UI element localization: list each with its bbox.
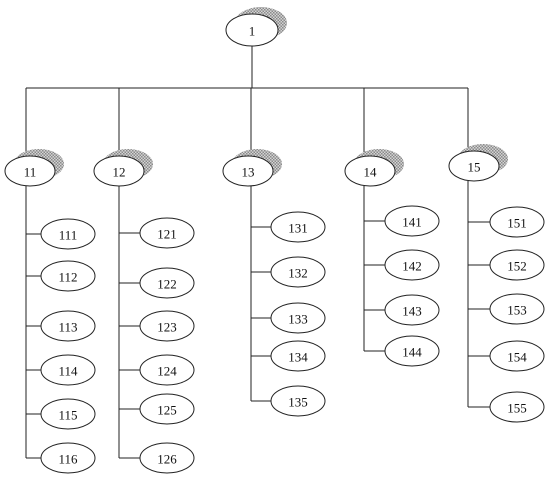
group-node-13-label: 13 — [242, 165, 255, 180]
child-node-154-shape — [489, 340, 545, 372]
group-node-15-shape — [448, 150, 500, 182]
child-node-151: 151 — [489, 206, 545, 238]
child-node-115: 115 — [40, 398, 96, 430]
child-node-141-shape — [384, 205, 440, 237]
child-node-144-shape — [384, 335, 440, 367]
child-node-134-shape — [270, 340, 326, 372]
child-node-122-label: 122 — [157, 277, 177, 292]
child-node-124: 124 — [139, 354, 195, 386]
child-node-155-shape — [489, 391, 545, 423]
group-node-12-shape — [93, 155, 145, 187]
child-node-124-shape — [139, 354, 195, 386]
child-node-133: 133 — [270, 302, 326, 334]
child-node-123-label: 123 — [157, 320, 177, 335]
child-node-125-label: 125 — [157, 403, 177, 418]
child-node-125: 125 — [139, 393, 195, 425]
child-node-115-shape — [40, 398, 96, 430]
group-node-13: 13 — [222, 149, 282, 187]
child-node-141-label: 141 — [402, 215, 422, 230]
child-node-135: 135 — [270, 385, 326, 417]
group-node-15: 15 — [448, 144, 508, 182]
child-node-116-shape — [40, 442, 96, 474]
child-node-125-shape — [139, 393, 195, 425]
child-node-143-shape — [384, 294, 440, 326]
group-node-11-shape — [4, 155, 56, 187]
child-node-121: 121 — [139, 217, 195, 249]
child-node-132-label: 132 — [288, 266, 308, 281]
child-node-124-label: 124 — [157, 364, 177, 379]
child-node-114: 114 — [40, 354, 96, 386]
child-node-155: 155 — [489, 391, 545, 423]
child-node-151-shape — [489, 206, 545, 238]
child-node-115-label: 115 — [58, 408, 77, 423]
group-node-12-label: 12 — [113, 165, 126, 180]
child-node-116-label: 116 — [58, 452, 78, 467]
group-node-11: 11 — [4, 149, 64, 187]
child-node-153-label: 153 — [507, 303, 527, 318]
connector-lines — [25, 46, 490, 459]
child-node-152-shape — [489, 249, 545, 281]
child-node-114-label: 114 — [58, 364, 78, 379]
child-node-113-shape — [40, 310, 96, 342]
child-node-111: 111 — [40, 218, 96, 250]
tree-nodes: 1111121131141151161112112212312412512612… — [4, 7, 545, 474]
child-node-143-label: 143 — [402, 304, 422, 319]
child-node-135-label: 135 — [288, 395, 308, 410]
child-node-142-label: 142 — [402, 259, 422, 274]
child-node-153-shape — [489, 293, 545, 325]
child-node-153: 153 — [489, 293, 545, 325]
child-node-155-label: 155 — [507, 401, 527, 416]
child-node-152-label: 152 — [507, 259, 527, 274]
child-node-111-label: 111 — [59, 228, 78, 243]
child-node-112-label: 112 — [58, 270, 77, 285]
child-node-113-label: 113 — [58, 320, 77, 335]
group-node-15-label: 15 — [468, 160, 481, 175]
root-node: 1 — [225, 7, 287, 47]
child-node-154-label: 154 — [507, 350, 527, 365]
child-node-132: 132 — [270, 256, 326, 288]
child-node-142: 142 — [384, 249, 440, 281]
child-node-154: 154 — [489, 340, 545, 372]
child-node-111-shape — [40, 218, 96, 250]
child-node-135-shape — [270, 385, 326, 417]
child-node-132-shape — [270, 256, 326, 288]
group-node-14-label: 14 — [364, 165, 378, 180]
child-node-131: 131 — [270, 211, 326, 243]
child-node-116: 116 — [40, 442, 96, 474]
child-node-112: 112 — [40, 260, 96, 292]
child-node-133-shape — [270, 302, 326, 334]
group-node-11-label: 11 — [24, 165, 37, 180]
root-node-shape — [225, 13, 279, 47]
child-node-144-label: 144 — [402, 345, 422, 360]
child-node-122: 122 — [139, 267, 195, 299]
group-node-13-shape — [222, 155, 274, 187]
child-node-126-label: 126 — [157, 452, 177, 467]
child-node-126: 126 — [139, 442, 195, 474]
child-node-126-shape — [139, 442, 195, 474]
group-node-12: 12 — [93, 149, 153, 187]
child-node-133-label: 133 — [288, 312, 308, 327]
child-node-131-shape — [270, 211, 326, 243]
child-node-142-shape — [384, 249, 440, 281]
child-node-134-label: 134 — [288, 350, 308, 365]
child-node-123-shape — [139, 310, 195, 342]
child-node-141: 141 — [384, 205, 440, 237]
child-node-113: 113 — [40, 310, 96, 342]
child-node-143: 143 — [384, 294, 440, 326]
child-node-114-shape — [40, 354, 96, 386]
child-node-131-label: 131 — [288, 221, 308, 236]
child-node-134: 134 — [270, 340, 326, 372]
child-node-112-shape — [40, 260, 96, 292]
group-node-14: 14 — [344, 149, 404, 187]
root-node-label: 1 — [249, 24, 256, 39]
child-node-121-shape — [139, 217, 195, 249]
child-node-123: 123 — [139, 310, 195, 342]
child-node-151-label: 151 — [507, 216, 527, 231]
child-node-121-label: 121 — [157, 227, 177, 242]
group-node-14-shape — [344, 155, 396, 187]
child-node-152: 152 — [489, 249, 545, 281]
child-node-122-shape — [139, 267, 195, 299]
child-node-144: 144 — [384, 335, 440, 367]
